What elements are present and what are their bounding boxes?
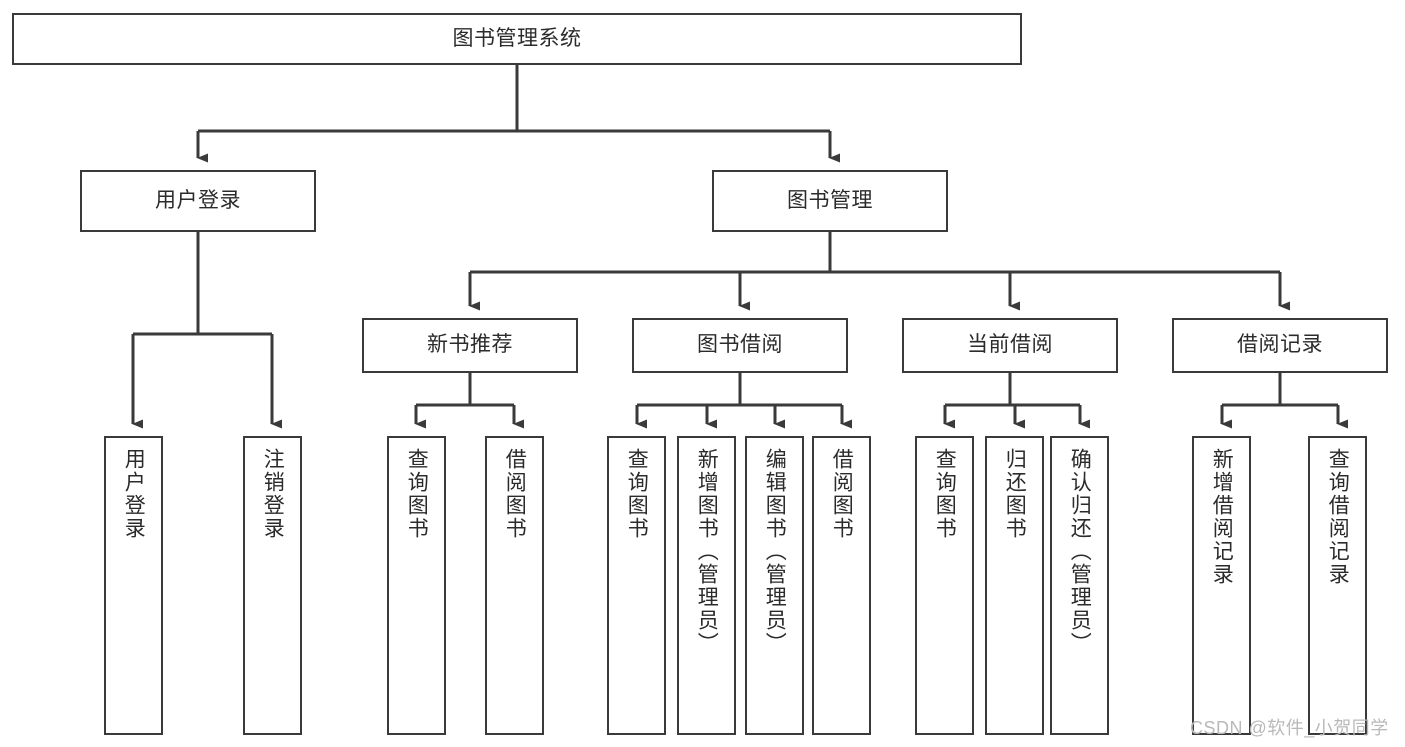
node-new-book-rec[interactable]: 新书推荐 [362, 318, 578, 373]
node-leaf-borrow-query-label: 查询图书 [625, 448, 649, 540]
node-current-borrow[interactable]: 当前借阅 [902, 318, 1118, 373]
node-borrow-record[interactable]: 借阅记录 [1172, 318, 1388, 373]
node-leaf-user-login[interactable]: 用户登录 [104, 436, 163, 735]
node-book-borrow-label: 图书借阅 [697, 333, 783, 357]
node-book-manage[interactable]: 图书管理 [712, 170, 948, 232]
watermark-text: CSDN @软件_小贺同学 [1190, 718, 1389, 738]
node-leaf-borrow-edit[interactable]: 编辑图书（管理员） [745, 436, 804, 735]
node-leaf-rec-borrow[interactable]: 借阅图书 [485, 436, 544, 735]
node-book-manage-label: 图书管理 [787, 188, 873, 212]
node-leaf-user-logout-label: 注销登录 [261, 448, 285, 540]
node-leaf-record-query-label: 查询借阅记录 [1326, 448, 1350, 586]
node-root-label: 图书管理系统 [452, 26, 582, 50]
node-leaf-rec-query-label: 查询图书 [405, 448, 429, 540]
node-leaf-record-add[interactable]: 新增借阅记录 [1192, 436, 1251, 735]
node-leaf-current-query-label: 查询图书 [933, 448, 957, 540]
node-leaf-user-logout[interactable]: 注销登录 [243, 436, 302, 735]
node-user-login-label: 用户登录 [155, 188, 241, 212]
node-leaf-current-return-label: 归还图书 [1003, 448, 1027, 540]
node-leaf-rec-borrow-label: 借阅图书 [503, 448, 527, 540]
node-leaf-current-query[interactable]: 查询图书 [915, 436, 974, 735]
node-leaf-record-query[interactable]: 查询借阅记录 [1308, 436, 1367, 735]
node-current-borrow-label: 当前借阅 [967, 333, 1053, 357]
node-leaf-rec-query[interactable]: 查询图书 [387, 436, 446, 735]
node-leaf-current-confirm[interactable]: 确认归还（管理员） [1050, 436, 1109, 735]
node-book-borrow[interactable]: 图书借阅 [632, 318, 848, 373]
node-leaf-current-confirm-label: 确认归还（管理员） [1068, 448, 1092, 655]
node-leaf-borrow-query[interactable]: 查询图书 [607, 436, 666, 735]
node-leaf-current-return[interactable]: 归还图书 [985, 436, 1044, 735]
node-user-login[interactable]: 用户登录 [80, 170, 316, 232]
node-leaf-borrow-add-label: 新增图书（管理员） [695, 448, 719, 655]
node-leaf-borrow-edit-label: 编辑图书（管理员） [763, 448, 787, 655]
node-leaf-borrow-add[interactable]: 新增图书（管理员） [677, 436, 736, 735]
node-borrow-record-label: 借阅记录 [1237, 333, 1323, 357]
node-leaf-borrow-lend[interactable]: 借阅图书 [812, 436, 871, 735]
node-root[interactable]: 图书管理系统 [12, 13, 1022, 65]
node-leaf-record-add-label: 新增借阅记录 [1210, 448, 1234, 586]
node-leaf-borrow-lend-label: 借阅图书 [830, 448, 854, 540]
node-new-book-rec-label: 新书推荐 [427, 333, 513, 357]
node-leaf-user-login-label: 用户登录 [122, 448, 146, 540]
